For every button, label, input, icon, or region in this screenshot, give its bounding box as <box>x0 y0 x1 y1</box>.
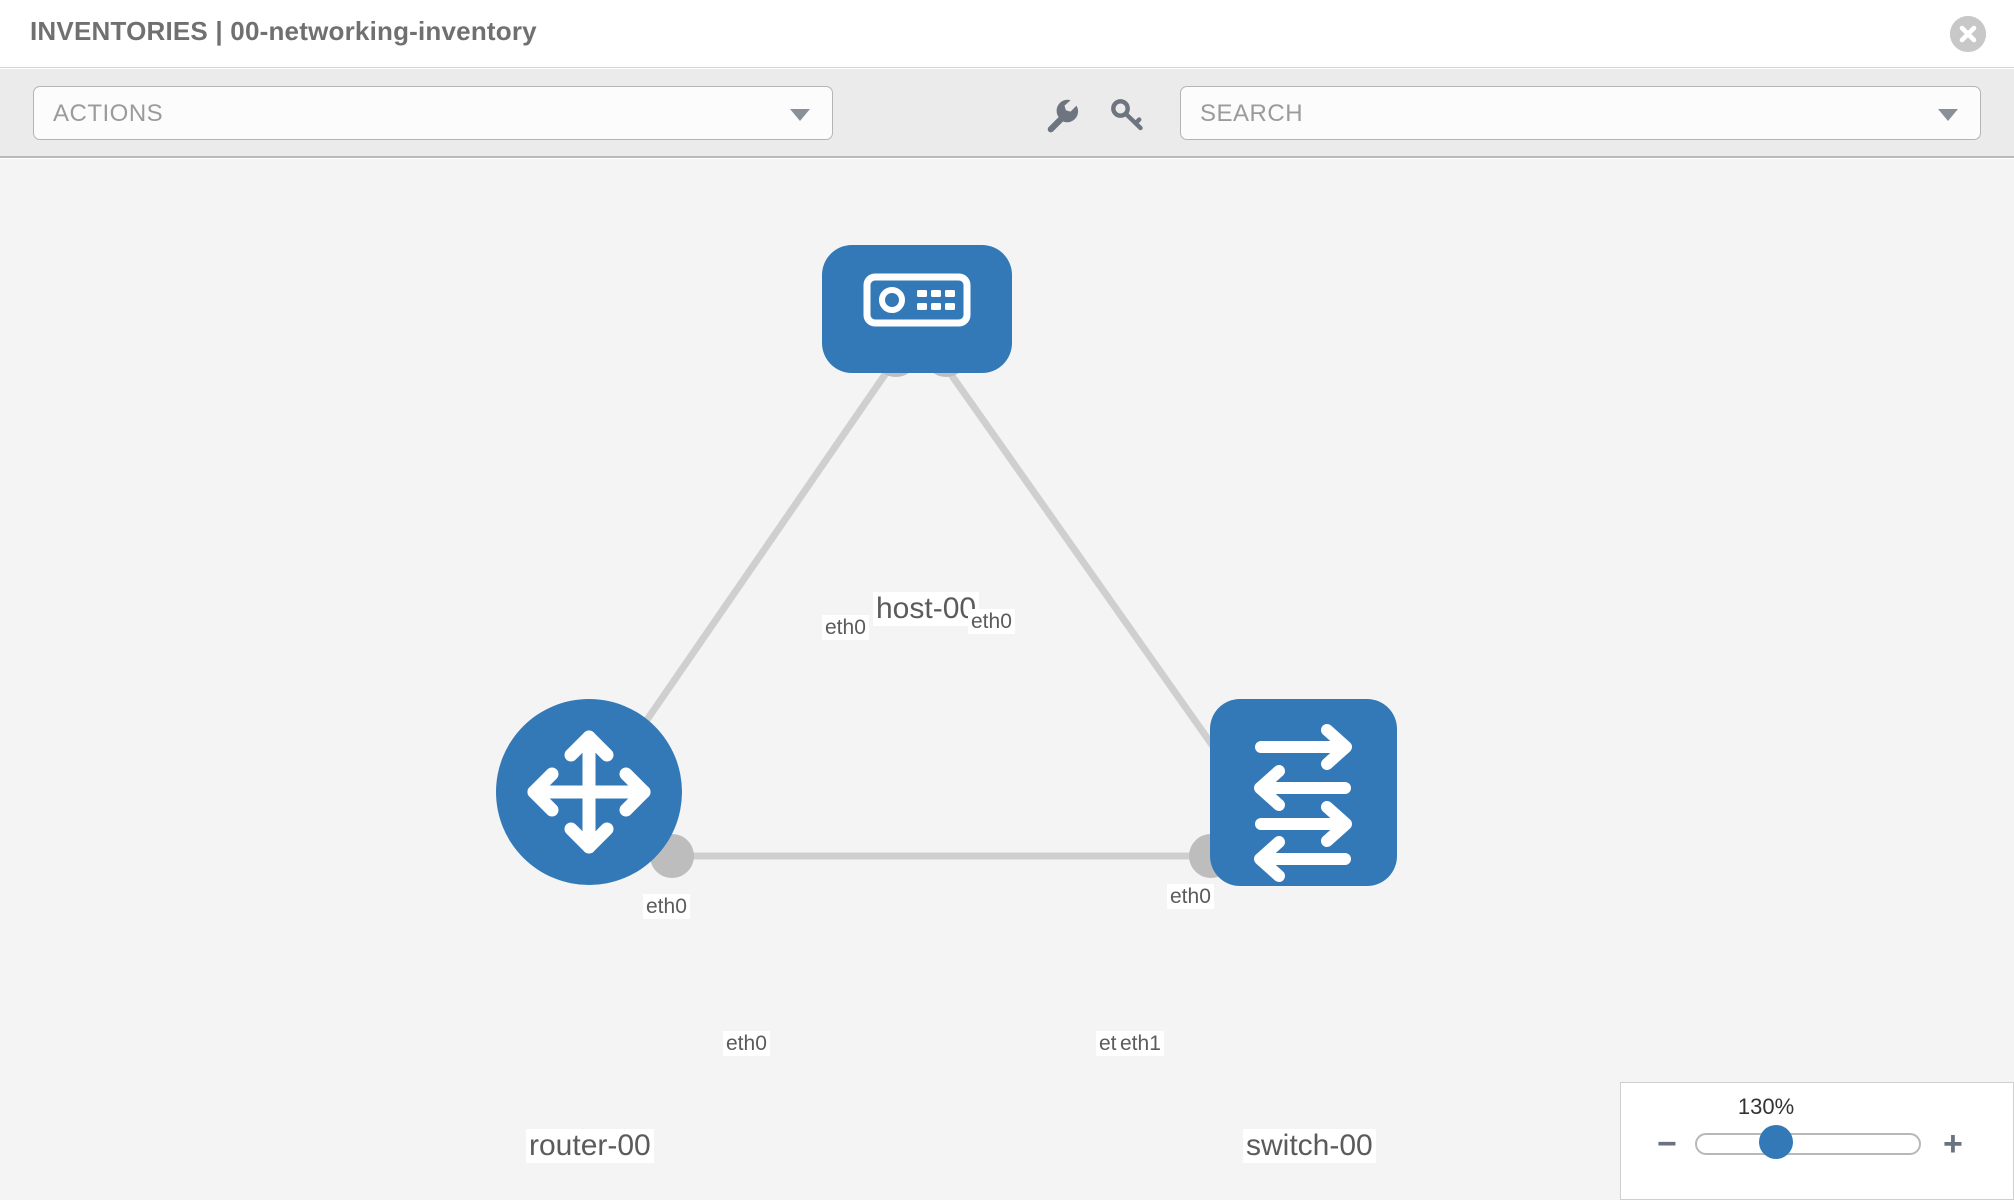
switch-arrows-icon <box>1254 724 1352 882</box>
router-arrows-icon <box>527 730 651 854</box>
wrench-icon[interactable] <box>1040 93 1082 135</box>
iface-label: eth0 <box>822 615 869 640</box>
node-host-00[interactable] <box>822 245 1012 373</box>
zoom-level-value: 130% <box>1737 1094 1795 1119</box>
link-host00-switch00[interactable] <box>947 370 1225 762</box>
topology-graph <box>496 245 1397 886</box>
iface-label: eth0 <box>1167 884 1214 909</box>
toolbar: ACTIONS SEARCH <box>0 69 2014 158</box>
chevron-down-icon[interactable] <box>1938 109 1958 121</box>
topology-canvas[interactable]: host-00 router-00 switch-00 eth0 eth0 et… <box>0 159 2014 1200</box>
minus-icon[interactable]: − <box>1657 1125 1677 1163</box>
iface-label: eth0 <box>723 1031 770 1056</box>
iface-label: eth0 <box>643 894 690 919</box>
link-host00-router00[interactable] <box>617 371 889 761</box>
actions-dropdown-label: ACTIONS <box>53 100 164 127</box>
node-label-host-00: host-00 <box>873 592 980 626</box>
node-router-00[interactable] <box>496 699 682 885</box>
iface-label: eth1 <box>1117 1031 1164 1056</box>
key-icon[interactable] <box>1106 93 1148 135</box>
close-icon[interactable] <box>1950 16 1986 52</box>
actions-dropdown[interactable]: ACTIONS <box>33 86 833 140</box>
iface-label: eth0 <box>968 609 1015 634</box>
node-switch-00[interactable] <box>1210 699 1397 886</box>
page-title: INVENTORIES | 00-networking-inventory <box>30 16 537 46</box>
search-placeholder: SEARCH <box>1200 100 1304 127</box>
node-label-switch-00: switch-00 <box>1243 1129 1376 1163</box>
zoom-slider-thumb[interactable] <box>1759 1125 1793 1159</box>
page-header: INVENTORIES | 00-networking-inventory <box>0 0 2014 68</box>
zoom-slider-track[interactable] <box>1695 1133 1921 1155</box>
server-appliance-icon <box>863 273 971 327</box>
plus-icon[interactable]: + <box>1943 1125 1963 1163</box>
chevron-down-icon <box>790 109 810 121</box>
node-label-router-00: router-00 <box>526 1129 654 1163</box>
zoom-control-panel: 130% − + <box>1620 1082 2014 1200</box>
topology-links <box>617 370 1225 860</box>
search-input[interactable]: SEARCH <box>1180 86 1981 140</box>
